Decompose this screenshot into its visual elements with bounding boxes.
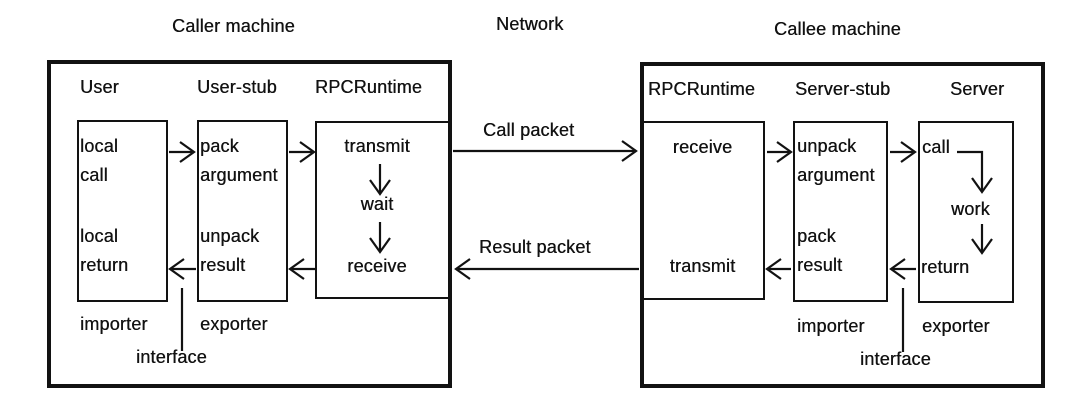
callee-exporter-label: exporter [922,316,990,336]
user-local-call-label: local call [80,136,119,185]
user-stub-pack-argument-label: pack argument [200,136,278,185]
user-stub-unpack-result-label: unpack result [200,226,260,275]
server-call-label: call [922,137,950,157]
user-local-return-label: local return [80,226,129,275]
caller-rpcruntime-column-header: RPCRuntime [315,77,423,97]
caller-rpcruntime-box [315,121,452,299]
server-stub-unpack-argument-label: unpack argument [797,136,875,185]
callee-receive-label: receive [672,137,733,157]
callee-machine-box [640,62,1045,388]
user-stub-column-header: User-stub [197,77,277,97]
callee-rpcruntime-column-header: RPCRuntime [648,79,756,99]
call-packet-label: Call packet [483,120,575,140]
callee-importer-label: importer [797,316,865,336]
network-title: Network [496,14,564,34]
caller-exporter-label: exporter [200,314,268,334]
user-stub-box [197,120,288,302]
server-column-header: Server [950,79,1005,99]
server-return-label: return [921,257,970,277]
caller-machine-title: Caller machine [172,16,295,36]
server-stub-column-header: Server-stub [795,79,891,99]
caller-receive-label: receive [347,256,407,276]
callee-machine-title: Callee machine [774,19,901,39]
user-column-header: User [80,77,119,97]
callee-interface-label: interface [860,349,931,369]
result-packet-label: Result packet [479,237,591,257]
caller-transmit-label: transmit [344,136,410,156]
caller-importer-label: importer [80,314,148,334]
server-stub-pack-result-label: pack result [797,226,843,275]
caller-wait-label: wait [360,194,394,214]
callee-transmit-label: transmit [669,256,736,276]
caller-interface-label: interface [136,347,207,367]
server-stub-box [793,121,888,302]
server-work-label: work [951,199,990,219]
server-box [918,121,1014,303]
user-box [77,120,168,302]
callee-rpcruntime-box [640,121,765,300]
